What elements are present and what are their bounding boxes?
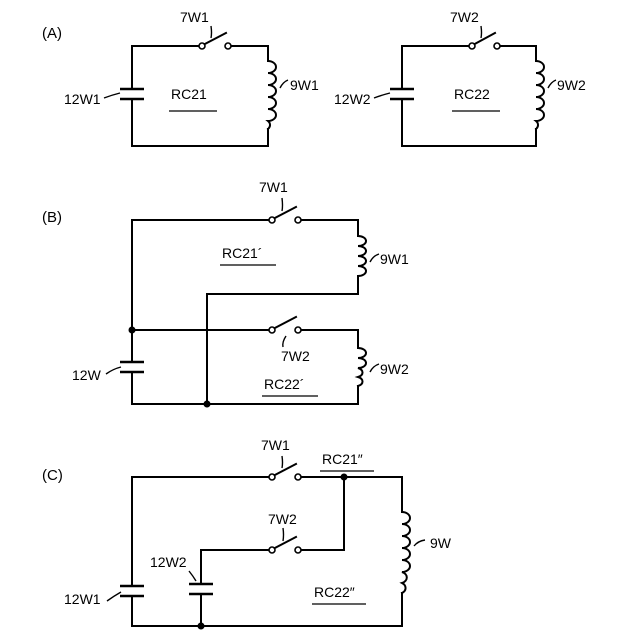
switch-label-7w1: 7W1 xyxy=(261,437,290,453)
cap-label-12w1: 12W1 xyxy=(64,591,101,607)
leader-9w1 xyxy=(280,80,288,88)
circuit-name-rc21: RC21´ xyxy=(222,245,262,261)
capacitor-12w2 xyxy=(390,89,414,99)
capacitor-12w1 xyxy=(120,586,144,596)
capacitor-12w1 xyxy=(120,89,144,99)
coil-label-9w: 9W xyxy=(430,535,452,551)
leader-7w1 xyxy=(282,198,283,211)
switch-7w1 xyxy=(269,464,301,480)
leader-9w2 xyxy=(548,80,556,88)
coil-9w1 xyxy=(358,236,366,276)
coil-label-9w1: 9W1 xyxy=(290,77,319,93)
leader-7w2 xyxy=(481,26,482,38)
cap-label-12w2: 12W2 xyxy=(334,91,371,107)
coil-9w1 xyxy=(268,61,276,129)
capacitor-12w xyxy=(120,362,144,372)
switch-7w2 xyxy=(269,317,301,333)
cap-label-12w: 12W xyxy=(72,367,102,383)
panel-b: (B) 7W1 RC21´ 9W1 7W2 9W2 xyxy=(42,179,409,408)
cap-label-12w2: 12W2 xyxy=(150,554,187,570)
switch-label-7w2: 7W2 xyxy=(281,348,310,364)
circuit-rc21: 7W1 9W1 12W1 RC21 xyxy=(64,9,319,146)
junction-node xyxy=(129,327,136,334)
leader-9w1 xyxy=(370,254,379,262)
coil-9w xyxy=(402,512,410,593)
coil-label-9w2: 9W2 xyxy=(557,77,586,93)
leader-12w xyxy=(106,367,121,374)
switch-label-7w1: 7W1 xyxy=(180,9,209,25)
capacitor-12w2 xyxy=(189,584,213,594)
panel-c-label: (C) xyxy=(42,467,63,484)
leader-7w2 xyxy=(283,528,284,541)
switch-7w2 xyxy=(469,33,500,49)
panel-b-label: (B) xyxy=(42,209,62,226)
leader-12w1 xyxy=(107,592,121,601)
junction-node xyxy=(341,474,348,481)
circuit-name-rc22: RC22″ xyxy=(314,584,355,600)
circuit-name-rc21: RC21″ xyxy=(322,451,363,467)
leader-7w1 xyxy=(211,26,212,38)
leader-7w2 xyxy=(283,336,286,347)
cap-label-12w1: 12W1 xyxy=(64,91,101,107)
coil-label-9w1: 9W1 xyxy=(380,251,409,267)
circuit-name-rc21: RC21 xyxy=(171,86,207,102)
switch-label-7w1: 7W1 xyxy=(259,179,288,195)
switch-7w2 xyxy=(269,537,301,553)
coil-9w2 xyxy=(536,61,544,129)
panel-a: (A) 7W1 9W1 12W1 RC21 xyxy=(42,9,586,146)
leader-12w1 xyxy=(104,93,120,98)
switch-label-7w2: 7W2 xyxy=(268,511,297,527)
coil-9w2 xyxy=(358,348,366,386)
panel-a-label: (A) xyxy=(42,25,62,42)
junction-node xyxy=(198,623,205,630)
panel-c: (C) 7W1 RC21″ 7W2 xyxy=(42,437,452,630)
junction-node xyxy=(204,401,211,408)
circuit-rc22: 7W2 9W2 12W2 RC22 xyxy=(334,9,586,146)
leader-7w1 xyxy=(282,456,283,468)
switch-7w1 xyxy=(269,207,301,223)
switch-7w1 xyxy=(199,33,231,49)
leader-9w xyxy=(414,540,425,546)
leader-12w2 xyxy=(189,571,196,581)
circuit-name-rc22: RC22´ xyxy=(264,376,304,392)
coil-label-9w2: 9W2 xyxy=(380,361,409,377)
leader-12w2 xyxy=(374,93,390,98)
switch-label-7w2: 7W2 xyxy=(450,9,479,25)
circuit-name-rc22: RC22 xyxy=(454,86,490,102)
leader-9w2 xyxy=(370,364,379,372)
